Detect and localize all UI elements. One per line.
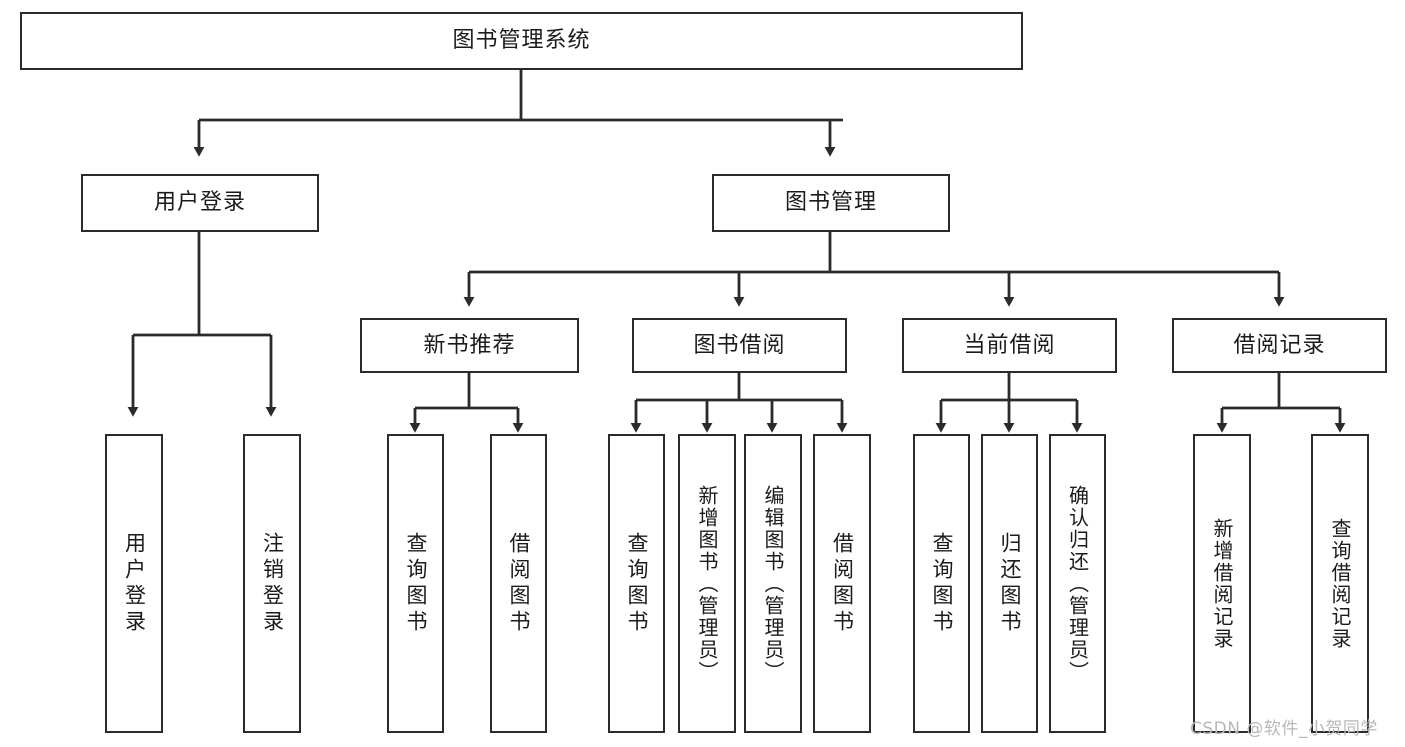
leaf-borrow-book[interactable]: 借阅图书 [813, 434, 871, 733]
node-label: 新增借阅记录 [1210, 517, 1234, 650]
csdn-watermark: CSDN @软件_小贺同学 [1190, 719, 1378, 739]
node-label: 借阅图书 [507, 531, 531, 636]
leaf-confirm-return-admin[interactable]: 确认归还（管理员） [1049, 434, 1106, 733]
node-borrow-record[interactable]: 借阅记录 [1172, 318, 1387, 373]
node-label: 新书推荐 [423, 332, 516, 358]
node-label: 用户登录 [153, 190, 246, 216]
node-label: 查询借阅记录 [1328, 517, 1352, 650]
node-label: 编辑图书（管理员） [761, 484, 785, 683]
node-label: 查询图书 [930, 531, 954, 636]
leaf-user-login[interactable]: 用户登录 [105, 434, 163, 733]
node-new-book-recommend[interactable]: 新书推荐 [360, 318, 579, 373]
node-label: 当前借阅 [963, 332, 1056, 358]
node-label: 图书管理系统 [452, 28, 591, 54]
node-label: 注销登录 [260, 531, 285, 636]
node-user-login[interactable]: 用户登录 [81, 174, 319, 232]
node-label: 借阅记录 [1233, 332, 1326, 358]
leaf-borrow-book-recommend[interactable]: 借阅图书 [490, 434, 547, 733]
node-book-borrow[interactable]: 图书借阅 [632, 318, 847, 373]
node-label: 用户登录 [122, 531, 147, 636]
node-label: 新增图书（管理员） [695, 484, 719, 683]
node-label: 确认归还（管理员） [1065, 484, 1090, 683]
leaf-query-book-current[interactable]: 查询图书 [913, 434, 970, 733]
node-label: 查询图书 [625, 531, 649, 636]
node-label: 图书借阅 [693, 332, 786, 358]
node-current-borrow[interactable]: 当前借阅 [902, 318, 1117, 373]
node-label: 图书管理 [784, 190, 877, 216]
leaf-logout[interactable]: 注销登录 [243, 434, 301, 733]
node-label: 借阅图书 [830, 531, 855, 636]
leaf-query-book-borrow[interactable]: 查询图书 [608, 434, 665, 733]
leaf-edit-book-admin[interactable]: 编辑图书（管理员） [744, 434, 802, 733]
leaf-query-borrow-record[interactable]: 查询借阅记录 [1311, 434, 1369, 733]
leaf-add-book-admin[interactable]: 新增图书（管理员） [678, 434, 736, 733]
leaf-add-borrow-record[interactable]: 新增借阅记录 [1193, 434, 1251, 733]
leaf-return-book[interactable]: 归还图书 [981, 434, 1038, 733]
leaf-query-book-recommend[interactable]: 查询图书 [387, 434, 444, 733]
node-root-system[interactable]: 图书管理系统 [20, 12, 1023, 70]
node-label: 归还图书 [998, 531, 1022, 636]
node-label: 查询图书 [404, 531, 428, 636]
node-book-management[interactable]: 图书管理 [712, 174, 950, 232]
